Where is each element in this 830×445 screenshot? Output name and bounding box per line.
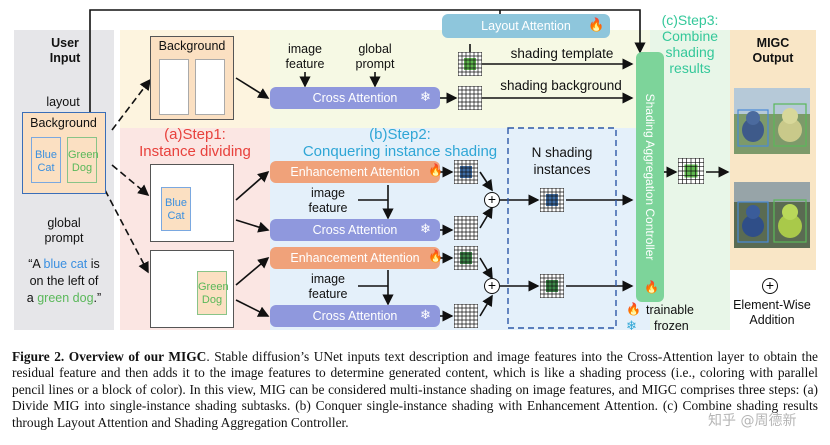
global-prompt-text: “A blue cat is on the left of a green do… — [26, 257, 102, 305]
step2-title: (b)Step2: Conquering instance shading — [302, 126, 498, 160]
layout-attention-block: Layout Attention — [442, 14, 610, 38]
flame-icon: 🔥 — [428, 163, 443, 177]
top-cross-attention-block: Cross Attention — [270, 87, 440, 109]
n-shading-dashed-box — [507, 127, 617, 329]
layout-label: layout — [46, 95, 80, 109]
cross-grid-1 — [453, 215, 479, 241]
output-image-2 — [734, 182, 810, 248]
flame-icon: 🔥 — [428, 249, 443, 263]
instance-grid-2 — [539, 273, 565, 299]
figure-caption: Figure 2. Overview of our MIGC. Stable d… — [12, 349, 818, 431]
flame-icon: 🔥 — [588, 17, 605, 32]
enh-grid-1 — [453, 159, 479, 185]
enhancement-attention-block-2: Enhancement Attention — [270, 247, 440, 269]
enh-grid-2 — [453, 245, 479, 271]
snowflake-icon: ❄ — [420, 221, 431, 236]
snowflake-icon: ❄ — [626, 318, 637, 333]
shading-template-label: shading template — [510, 46, 614, 61]
shading-template-grid — [457, 51, 483, 77]
shading-background-label: shading background — [500, 78, 622, 93]
input-background-label: Background — [30, 116, 97, 130]
flame-icon: 🔥 — [644, 280, 659, 294]
step1-title: (a)Step1: Instance dividing — [139, 126, 251, 160]
output-grid — [677, 157, 705, 185]
plus-circle-2: + — [484, 278, 500, 294]
figure-label: Figure 2. — [12, 349, 65, 364]
enhancement-attention-block-1: Enhancement Attention — [270, 161, 440, 183]
watermark: 知乎 @周德新 — [708, 413, 797, 429]
figure-title: Overview of our MIGC — [68, 349, 207, 364]
element-wise-plus-icon: + — [762, 278, 778, 294]
cross-grid-2 — [453, 303, 479, 329]
snowflake-icon: ❄ — [420, 89, 431, 104]
shading-background-grid — [457, 85, 483, 111]
frozen-label: frozen — [654, 319, 689, 333]
step1-background-box: Background — [150, 36, 234, 120]
output-image-1 — [734, 88, 810, 154]
snowflake-icon: ❄ — [420, 307, 431, 322]
caption-body: . Stable diffusion’s UNet inputs text de… — [12, 349, 819, 430]
plus-circle-1: + — [484, 192, 500, 208]
cross-attention-block-2: Cross Attention — [270, 305, 440, 327]
trainable-label: trainable — [646, 303, 694, 317]
top-panel — [270, 30, 650, 128]
flame-icon: 🔥 — [626, 302, 641, 316]
global-prompt-label: global prompt — [44, 216, 84, 245]
shading-aggregation-controller: Shading Aggregation Controller — [636, 52, 664, 302]
instance-grid-1 — [539, 187, 565, 213]
cross-attention-block-1: Cross Attention — [270, 219, 440, 241]
user-input-title: User Input — [49, 36, 81, 65]
